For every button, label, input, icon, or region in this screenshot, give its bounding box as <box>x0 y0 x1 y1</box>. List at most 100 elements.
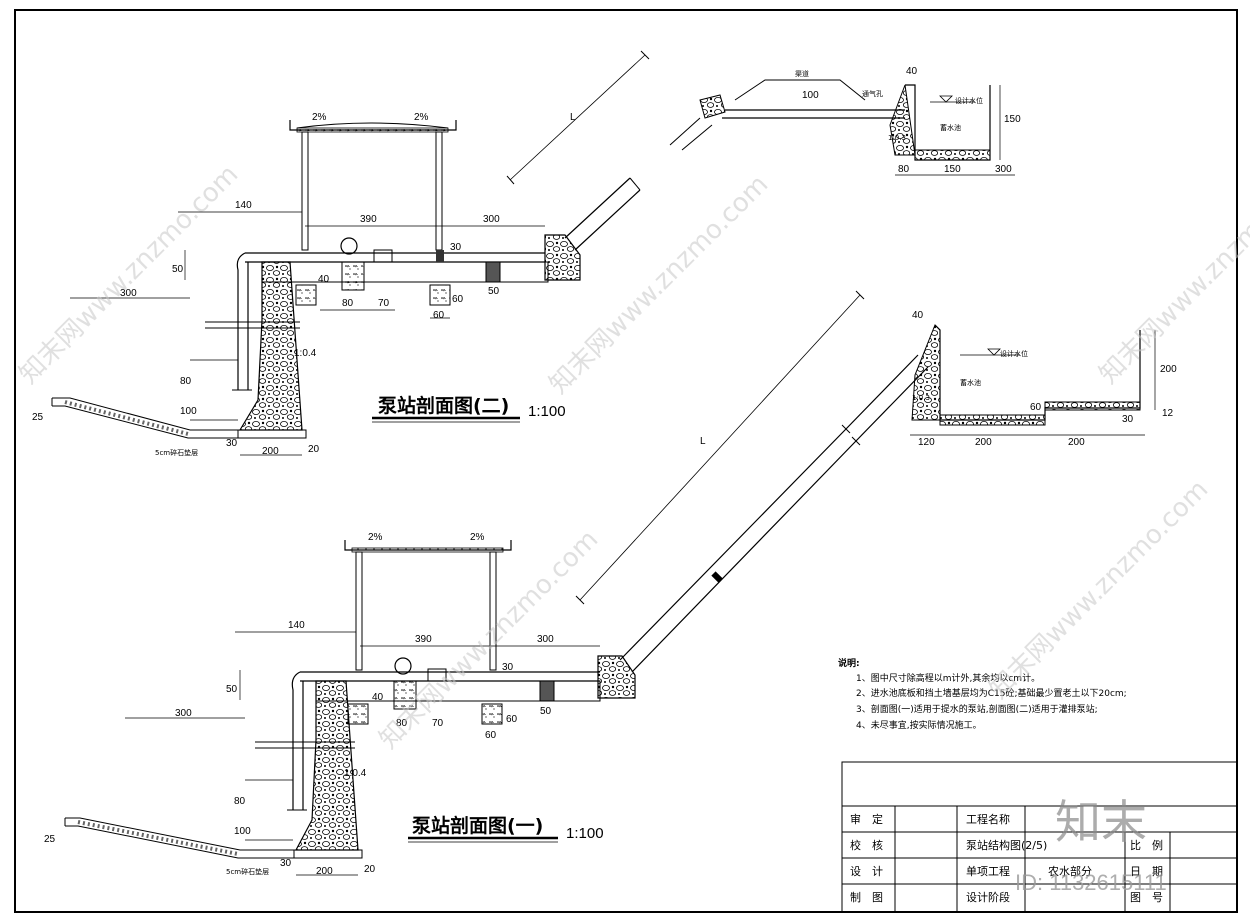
label-vent: 通气孔 <box>862 89 883 98</box>
dim-slope: 1:0.4 <box>294 348 317 359</box>
dim-25: 25 <box>32 412 44 423</box>
dim-25: 25 <box>44 834 56 845</box>
dim-390: 390 <box>360 214 377 225</box>
dim-200b: 200 <box>1068 437 1085 448</box>
dim-300b: 300 <box>175 708 192 719</box>
detail-top-drawing <box>669 79 1015 176</box>
dim-80: 80 <box>342 298 354 309</box>
dim-200: 200 <box>262 446 279 457</box>
dim-20: 20 <box>308 444 320 455</box>
section-1-title: 泵站剖面图(一) <box>412 814 543 837</box>
watermark-text: 知末网www.znzmo.com <box>544 169 775 400</box>
dim-200v: 200 <box>1160 364 1177 375</box>
dim-300: 300 <box>483 214 500 225</box>
dim-300: 300 <box>995 164 1012 175</box>
dim-30b: 30 <box>226 438 238 449</box>
dim-50b: 50 <box>488 286 500 297</box>
dim-100: 100 <box>802 90 819 101</box>
dim-60b: 60 <box>485 730 497 741</box>
note-2: 2、进水池底板和挡土墙基层均为C15砼;基础最少置老土以下20cm; <box>856 687 1127 699</box>
dim-200: 200 <box>316 866 333 877</box>
dim-60: 60 <box>1030 402 1042 413</box>
watermark-logo: 知末 <box>1055 795 1147 849</box>
dim-150v: 150 <box>1004 114 1021 125</box>
dim-40: 40 <box>912 310 924 321</box>
tb-r3a: 设 <box>850 865 861 878</box>
tb-stage-label: 设计阶段 <box>966 890 1010 904</box>
section-2-scale: 1:100 <box>528 403 566 420</box>
dim-40: 40 <box>372 692 384 703</box>
watermark-layer: 知末网www.znzmo.com 知末网www.znzmo.com 知末网www… <box>14 159 1250 895</box>
section-2-labels: 2% 2% 140 390 300 30 50 40 80 70 60 60 5… <box>32 112 576 457</box>
label-gravel: 5cm碎石垫层 <box>226 867 269 876</box>
dim-50: 50 <box>226 684 238 695</box>
label-canal: 渠道 <box>795 69 809 78</box>
dim-12: 12 <box>1162 408 1174 419</box>
dim-60b: 60 <box>433 310 445 321</box>
label-L: L <box>700 436 706 447</box>
dim-roof-slope-right: 2% <box>470 532 485 543</box>
tb-sub-project: 农水部分 <box>1048 864 1092 878</box>
tb-r2d: 比 <box>1130 839 1141 852</box>
dim-roof-slope-right: 2% <box>414 112 429 123</box>
dim-70: 70 <box>378 298 390 309</box>
tb-project-name-label: 工程名称 <box>966 812 1010 826</box>
tb-r2a: 校 <box>850 838 861 852</box>
label-slope: 1:0.3 <box>888 134 906 142</box>
section-1-scale: 1:100 <box>566 825 604 842</box>
dim-300: 300 <box>537 634 554 645</box>
dim-80: 80 <box>898 164 910 175</box>
label-tank: 蓄水池 <box>960 378 981 387</box>
watermark-id: ID: 1132615111 <box>1015 870 1167 895</box>
label-slope: 1:0.3 <box>912 394 930 402</box>
notes-block: 说明: 1、图中尺寸除高程以m计外,其余均以cm计。 2、进水池底板和挡土墙基层… <box>838 657 1127 731</box>
watermark-text: 知末网www.znzmo.com <box>14 159 245 390</box>
label-gravel: 5cm碎石垫层 <box>155 448 198 457</box>
dim-80: 80 <box>396 718 408 729</box>
label-water-level: 设计水位 <box>1000 349 1028 358</box>
section-1-drawing <box>64 290 929 876</box>
title-block <box>841 761 1238 913</box>
dim-60: 60 <box>452 294 464 305</box>
dim-80v: 80 <box>234 796 246 807</box>
tb-r4e: 号 <box>1152 891 1163 904</box>
watermark-text: 知末网www.znzmo.com <box>1094 159 1250 390</box>
note-1: 1、图中尺寸除高程以m计外,其余均以cm计。 <box>856 672 1040 684</box>
label-tank: 蓄水池 <box>940 123 961 132</box>
dim-30: 30 <box>1122 414 1134 425</box>
tb-drawing-name: 泵站结构图(2/5) <box>966 838 1047 852</box>
note-3: 3、剖面图(一)适用于提水的泵站,剖面图(二)适用于灌排泵站; <box>856 703 1098 715</box>
dim-140: 140 <box>235 200 252 211</box>
detail-top-labels: 渠道 通气孔 设计水位 蓄水池 1:0.3 40 100 150 80 150 … <box>795 66 1021 175</box>
tb-r2e: 例 <box>1152 838 1163 852</box>
dim-100: 100 <box>234 826 251 837</box>
dim-300b: 300 <box>120 288 137 299</box>
label-water-level: 设计水位 <box>955 96 983 105</box>
dim-200a: 200 <box>975 437 992 448</box>
detail-mid-drawing <box>910 324 1156 436</box>
dim-140: 140 <box>288 620 305 631</box>
section-2-title: 泵站剖面图(二) <box>378 394 509 417</box>
watermark-text: 知末网www.znzmo.com <box>984 474 1215 705</box>
dim-80v: 80 <box>180 376 192 387</box>
dim-roof-slope-left: 2% <box>312 112 327 123</box>
note-4: 4、未尽事宜,按实际情况施工。 <box>856 719 982 731</box>
dim-30b: 30 <box>280 858 292 869</box>
tb-r2b: 核 <box>872 838 883 852</box>
tb-r1a: 审 <box>850 812 861 826</box>
dim-40: 40 <box>906 66 918 77</box>
dim-70: 70 <box>432 718 444 729</box>
dim-50: 50 <box>172 264 184 275</box>
dim-slope: 1:0.4 <box>344 768 367 779</box>
dim-40: 40 <box>318 274 330 285</box>
dim-60: 60 <box>506 714 518 725</box>
tb-r4d: 图 <box>1130 891 1141 904</box>
dim-30: 30 <box>502 662 514 673</box>
dim-150: 150 <box>944 164 961 175</box>
tb-r1b: 定 <box>872 812 883 826</box>
dim-390: 390 <box>415 634 432 645</box>
notes-heading: 说明: <box>838 657 860 669</box>
title-block-text: 审 定 工程名称 校 核 泵站结构图(2/5) 比 例 设 计 单项工程 农水部… <box>850 812 1163 904</box>
tb-sub-project-label: 单项工程 <box>966 865 1010 878</box>
